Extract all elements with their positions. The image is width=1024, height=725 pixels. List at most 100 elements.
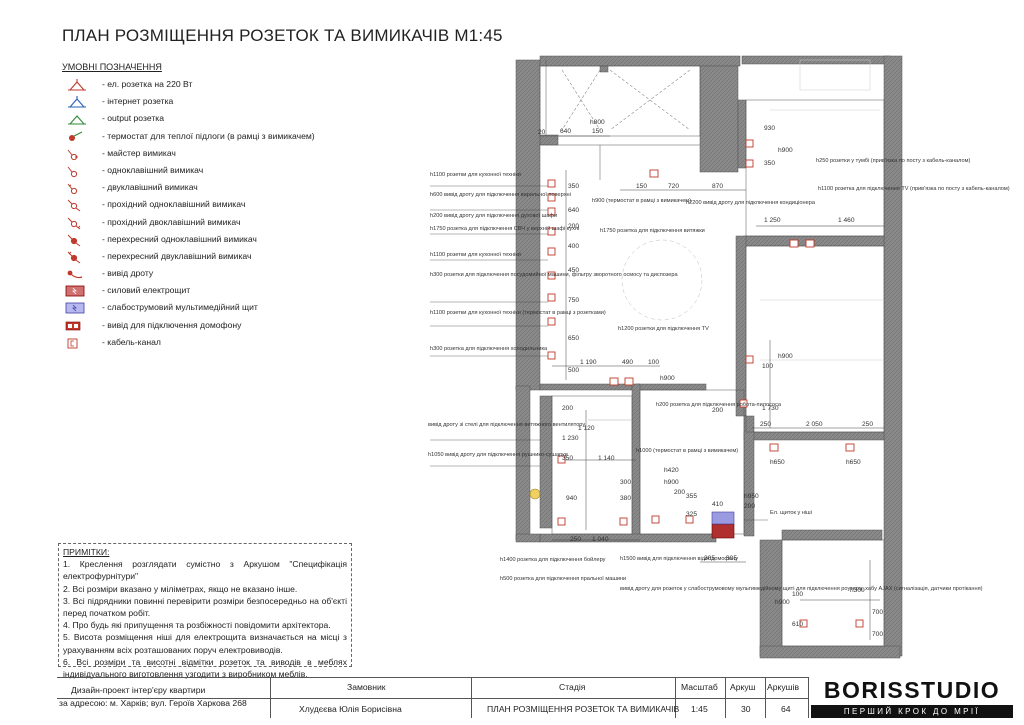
dim-text: 1 460	[838, 217, 855, 224]
svg-text:h1100 розетки для кухонної тех: h1100 розетки для кухонної техніки (терм…	[430, 310, 606, 316]
dim-text: 355	[686, 493, 697, 500]
svg-text:h500 розетка для підключення п: h500 розетка для підключення пральної ма…	[500, 576, 626, 582]
dim-text: 700	[872, 631, 883, 638]
dim-text: 930	[764, 125, 775, 132]
dim-text: 200	[562, 405, 573, 412]
svg-text:Ел. щиток у ніші: Ел. щиток у ніші	[770, 510, 812, 516]
dim-text: 1 730	[762, 405, 779, 412]
master-switch-icon	[67, 149, 78, 160]
legend-label: - output розетка	[102, 113, 164, 124]
annotation-label: Ел. щиток у ніші	[770, 510, 812, 516]
dim-text: 940	[566, 495, 577, 502]
dim-text: 250	[760, 421, 771, 428]
legend-item: - двуклавішний вимикач	[62, 179, 442, 196]
dim-text: h900	[660, 375, 675, 382]
cable-channel-icon	[67, 338, 78, 349]
annotation-label: h1400 розетка для підключення бойлеру	[500, 556, 606, 563]
dim-text: 250	[862, 421, 873, 428]
dim-text: 870	[712, 183, 723, 190]
dim-text: 350	[562, 455, 573, 462]
power-socket-icon	[68, 79, 86, 91]
legend-label: - двуклавішний вимикач	[102, 182, 198, 193]
legend-label: - інтернет розетка	[102, 96, 174, 107]
legend-label: - силовий електрощит	[102, 285, 191, 296]
dim-text: 2 050	[806, 421, 823, 428]
annotation-label: h500 розетка для підключення пральної ма…	[500, 576, 626, 582]
svg-text:вивід дроту зі стелі для підкл: вивід дроту зі стелі для підключення вит…	[428, 422, 585, 428]
dim-text: 450	[568, 267, 579, 274]
legend-item: - прохідний двоклавішний вимикач	[62, 214, 442, 231]
dim-text: 20	[538, 129, 546, 136]
legend-item: - ел. розетка на 220 Вт	[62, 76, 442, 93]
project-address: за адресою: м. Харків; вул. Героїв Харко…	[59, 698, 247, 708]
multimedia-panel-marker	[711, 511, 735, 525]
legend-label: - вивід дроту	[102, 268, 154, 279]
dim-text: 200	[674, 489, 685, 496]
dim-text: h900	[778, 353, 793, 360]
page-title: ПЛАН РОЗМІЩЕННЯ РОЗЕТОК ТА ВИМИКАЧІВ М1:…	[62, 26, 503, 45]
legend-item: - кабель-канал	[62, 334, 442, 351]
svg-text:h900 (термостат в рамці з вими: h900 (термостат в рамці з вимикачем)	[592, 198, 691, 204]
annotation-label: вивід дроту зі стелі для підключення вит…	[428, 422, 585, 428]
leader-lines	[430, 185, 768, 521]
svg-text:h1200 розетки для підключення: h1200 розетки для підключення TV	[618, 326, 709, 332]
legend-label: - слабострумовий мультимедійний щит	[102, 302, 258, 313]
dim-text: 1 040	[592, 536, 609, 543]
annotation-label: h1200 розетки для підключення TV	[618, 326, 709, 332]
note-item: 3. Всі підрядники повинні перевірити роз…	[63, 595, 347, 619]
client-value: Хлудєєва Юлія Борисівна	[299, 704, 402, 714]
multimedia-panel-icon	[65, 303, 85, 314]
pass-single-switch-icon	[67, 199, 81, 212]
annotation-label: h1750 розетка для підключення витяжки	[600, 228, 705, 234]
dim-text: 650	[568, 335, 579, 342]
dim-text: 490	[622, 359, 633, 366]
annotation-label: h300 розетки для підключення посудомийно…	[430, 271, 679, 278]
dim-text: 200	[712, 407, 723, 414]
annotation-label: h1100 розетки для кухонної техніки (терм…	[430, 310, 606, 316]
annotation-label: h1100 розетки для кухонної техніки	[430, 252, 521, 258]
walls	[515, 55, 903, 659]
svg-text:h1050 вивід дроту для підключе: h1050 вивід дроту для підключення рушник…	[428, 452, 568, 458]
legend-item: - прохідний одноклавішний вимикач	[62, 196, 442, 213]
dim-text: 100	[792, 591, 803, 598]
annotation-label: h300 розетка для підключення холодильник…	[430, 346, 548, 352]
internet-socket-icon	[68, 96, 86, 108]
annotation-label: h1750 розетка для підключення СВЧ у верх…	[430, 225, 579, 232]
wire-outlet-icon	[67, 270, 83, 279]
note-item: 4. Про будь які припущення та розбіжност…	[63, 620, 331, 631]
sheets-header: Аркушів	[767, 682, 800, 692]
legend-label: - вивід для підключення домофону	[102, 319, 242, 330]
legend-item: - термостат для теплої підлоги (в рамці …	[62, 128, 442, 145]
dim-text: 325	[686, 511, 697, 518]
legend-label: - прохідний двоклавішний вимикач	[102, 216, 241, 227]
svg-text:h1100 розетка для підключення: h1100 розетка для підключення TV (прив'я…	[818, 186, 1010, 192]
dim-text: 200	[568, 223, 579, 230]
dim-text: 305	[704, 555, 715, 562]
dim-text: 750	[568, 297, 579, 304]
dim-text: h650	[770, 459, 785, 466]
annotation-label: h1500 вивід для підключення відеодомофон…	[620, 556, 738, 562]
legend-item: - інтернет розетка	[62, 93, 442, 110]
legend-item: - output розетка	[62, 110, 442, 127]
legend-heading: УМОВНІ ПОЗНАЧЕННЯ	[62, 62, 162, 72]
cross-single-switch-icon	[67, 234, 81, 247]
legend-item: - слабострумовий мультимедійний щит	[62, 299, 442, 316]
double-switch-icon	[67, 183, 78, 195]
svg-text:h2200 вивід дроту для підключе: h2200 вивід дроту для підключення кондиц…	[686, 200, 816, 206]
svg-text:h250 розетки у тумбі (прив'язк: h250 розетки у тумбі (прив'язка по посту…	[816, 158, 970, 164]
annotation-label: h1100 розетки для кухонної техніки	[430, 172, 521, 178]
dim-text: 250	[570, 536, 581, 543]
dim-text: 1 250	[764, 217, 781, 224]
room-outlines	[539, 59, 885, 647]
note-item: 1. Креслення розглядати сумістно з Аркуш…	[63, 559, 347, 582]
note-item: 5. Висота розміщення ніші для електрощит…	[63, 632, 347, 655]
power-panel-marker	[711, 523, 735, 539]
dim-text: h300	[850, 587, 865, 594]
dim-text: 100	[762, 363, 773, 370]
scale-value: 1:45	[691, 704, 708, 714]
scale-header: Масштаб	[681, 682, 718, 692]
dim-text: 350	[764, 160, 775, 167]
annotations: h1100 розетки для кухонної техніки h600 …	[428, 158, 1010, 592]
dim-text: 1 230	[562, 435, 579, 442]
dim-text: 150	[592, 128, 603, 135]
